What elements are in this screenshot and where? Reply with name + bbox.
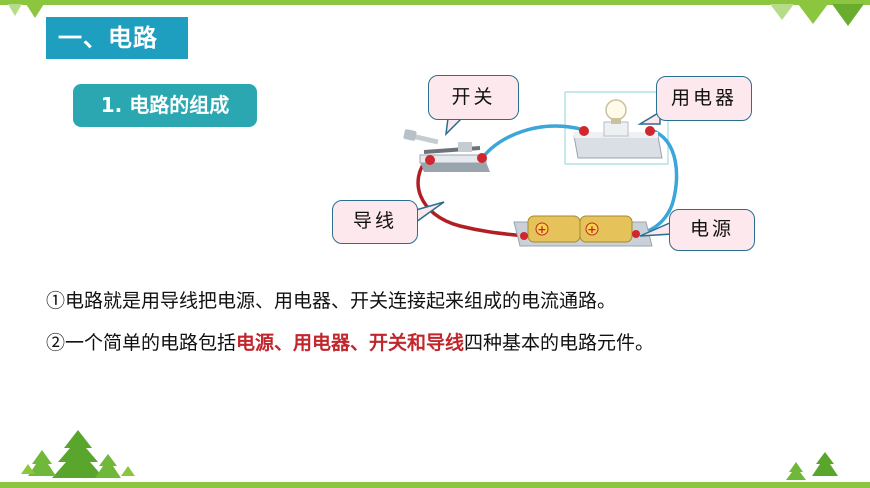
lamp-icon <box>573 99 663 159</box>
wire-switch-to-lamp <box>482 124 585 158</box>
battery-icon: + + <box>513 215 653 247</box>
battery-plus-symbol: + <box>587 223 596 236</box>
knife-switch-icon <box>403 129 490 172</box>
label-wire: 导线 <box>332 200 418 244</box>
triangle-decor-icon <box>770 4 864 26</box>
label-switch: 开关 <box>428 75 519 120</box>
battery-plus-symbol: + <box>537 223 546 236</box>
pine-trees-icon <box>786 452 838 480</box>
paragraph-definition: ①电路就是用导线把电源、用电器、开关连接起来组成的电流通路。 <box>46 290 617 312</box>
section-title: 一、电路 <box>46 17 188 59</box>
pine-trees-icon <box>21 430 135 478</box>
paragraph-components-tail: 四种基本的电路元件。 <box>464 332 655 354</box>
components-highlight: 电源、用电器、开关和导线 <box>236 332 465 354</box>
paragraph-components-lead: ②一个简单的电路包括 <box>46 332 237 354</box>
paragraph-components: ②一个简单的电路包括电源、用电器、开关和导线四种基本的电路元件。 <box>46 328 654 355</box>
wire-switch-to-battery <box>416 156 525 238</box>
top-border <box>0 0 870 5</box>
bottom-border <box>0 482 870 488</box>
triangle-decor-icon <box>8 4 44 18</box>
label-power-source: 电源 <box>669 209 755 251</box>
subsection-title: 1. 电路的组成 <box>73 84 257 127</box>
label-appliance: 用电器 <box>656 76 752 121</box>
callout-pointer <box>444 117 464 137</box>
